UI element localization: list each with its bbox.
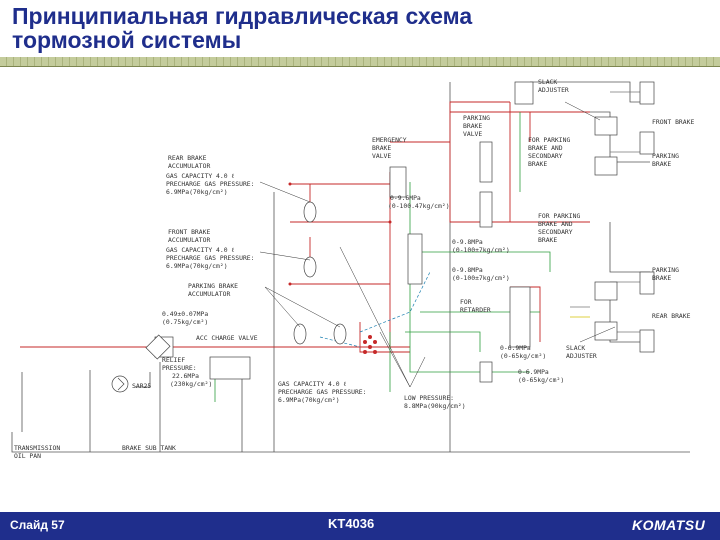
label-for-parking-2c: SECONDARY — [538, 228, 573, 236]
label-rear-acc-5: 6.9MPa(70kg/cm²) — [166, 188, 228, 196]
brake-hydraulic-diagram: SLACK ADJUSTER FRONT BRAKE PARKING BRAKE… — [11, 78, 694, 460]
diagram-labels: SLACK ADJUSTER FRONT BRAKE PARKING BRAKE… — [14, 78, 694, 460]
label-p-lo4-2: (0-65kg/cm²) — [500, 352, 546, 360]
label-front-acc-1: FRONT BRAKE — [168, 228, 210, 236]
label-for-parking-2d: BRAKE — [538, 236, 557, 244]
label-park-acc-1: PARKING BRAKE — [188, 282, 238, 290]
label-p-lo1-2: (0-100.47kg/cm²) — [388, 202, 450, 210]
title-rule-line — [0, 66, 720, 67]
label-p-lo4-1: 0-6.9MPa — [500, 344, 531, 352]
label-low-pressure-1: LOW PRESSURE: — [404, 394, 454, 402]
label-transmission-1: TRANSMISSION — [14, 444, 60, 452]
label-parking-brake-r2-1: PARKING — [652, 266, 679, 274]
slide-title-line-1: Принципиальная гидравлическая схема — [12, 3, 473, 29]
label-front-acc-3: GAS CAPACITY 4.0 ℓ — [166, 246, 234, 254]
label-front-brake: FRONT BRAKE — [652, 118, 694, 126]
label-emergency-1: EMERGENCY — [372, 136, 407, 144]
label-relief-1: RELIEF — [162, 356, 185, 364]
accumulators — [293, 201, 347, 345]
label-adjuster-top: ADJUSTER — [538, 86, 569, 94]
slide-title: Принципиальная гидравлическая схема торм… — [12, 4, 712, 52]
label-parking-valve-1: PARKING — [463, 114, 490, 122]
label-for-retarder-2: RETARDER — [460, 306, 491, 314]
pump-filter — [111, 334, 171, 393]
label-parking-valve-2: BRAKE — [463, 122, 482, 130]
label-rear-brake: REAR BRAKE — [652, 312, 691, 320]
label-front-acc-4: PRECHARGE GAS PRESSURE: — [166, 254, 255, 262]
label-for-parking-1d: BRAKE — [528, 160, 547, 168]
supply-lines — [20, 101, 590, 353]
label-acc-charge-valve: ACC CHARGE VALVE — [196, 334, 258, 342]
label-p-lo3-2: (0-100±7kg/cm²) — [452, 274, 510, 282]
label-parking-brake-r1: PARKING — [652, 152, 679, 160]
label-for-parking-1b: BRAKE AND — [528, 144, 563, 152]
label-park-acc-2: ACCUMULATOR — [188, 290, 230, 298]
label-for-parking-1a: FOR PARKING — [528, 136, 570, 144]
course-code: KT4036 — [328, 516, 375, 531]
label-gas-cap-2: PRECHARGE GAS PRESSURE: — [278, 388, 367, 396]
label-for-retarder-1: FOR — [460, 298, 472, 306]
leader-lines — [259, 101, 616, 388]
label-p-lo3-1: 0-9.8MPa — [452, 266, 483, 274]
slide-number: Слайд 57 — [10, 518, 65, 532]
label-p-lo2-2: (0-100±7kg/cm²) — [452, 246, 510, 254]
label-rear-acc-2: ACCUMULATOR — [168, 162, 210, 170]
label-relief-small-2: (0.75kg/cm²) — [162, 318, 208, 326]
label-p-lo2-1: 0-9.8MPa — [452, 238, 483, 246]
label-slack-top: SLACK — [538, 78, 557, 86]
label-p-lo1-1: 0-9.6MPa — [390, 194, 421, 202]
label-brake-sub-tank: BRAKE SUB TANK — [122, 444, 176, 452]
komatsu-logo: KOMATSU — [632, 517, 706, 533]
label-p-lo5-2: (0-65kg/cm²) — [518, 376, 564, 384]
label-emergency-2: BRAKE — [372, 144, 391, 152]
label-relief-small-1: 0.49±0.07MPa — [162, 310, 208, 318]
label-for-parking-2b: BRAKE AND — [538, 220, 573, 228]
label-parking-brake-r2: BRAKE — [652, 160, 671, 168]
label-relief-2: PRESSURE: — [162, 364, 197, 372]
label-relief-3: 22.6MPa — [172, 372, 199, 380]
label-front-acc-2: ACCUMULATOR — [168, 236, 210, 244]
label-front-acc-5: 6.9MPa(70kg/cm²) — [166, 262, 228, 270]
label-for-parking-1c: SECONDARY — [528, 152, 563, 160]
label-p-lo5-1: 0-6.9MPa — [518, 368, 549, 376]
slide-title-line-2: тормозной системы — [12, 27, 242, 53]
junction-dots — [288, 182, 392, 354]
label-parking-valve-3: VALVE — [463, 130, 482, 138]
return-lines — [11, 81, 690, 453]
label-relief-4: (230kg/cm²) — [170, 380, 212, 388]
label-low-pressure-2: 8.8MPa(90kg/cm²) — [404, 402, 466, 410]
label-slack-bot-1: SLACK — [566, 344, 585, 352]
label-emergency-3: VALVE — [372, 152, 391, 160]
label-rear-acc-4: PRECHARGE GAS PRESSURE: — [166, 180, 255, 188]
label-gas-cap-1: GAS CAPACITY 4.0 ℓ — [278, 380, 346, 388]
label-slack-bot-2: ADJUSTER — [566, 352, 597, 360]
label-rear-acc-3: GAS CAPACITY 4.0 ℓ — [166, 172, 234, 180]
label-rear-acc-1: REAR BRAKE — [168, 154, 207, 162]
label-gas-cap-3: 6.9MPa(70kg/cm²) — [278, 396, 340, 404]
label-for-parking-2a: FOR PARKING — [538, 212, 580, 220]
label-sar: SAR25 — [132, 382, 151, 390]
label-transmission-2: OIL PAN — [14, 452, 41, 460]
slide-footer: Слайд 57 KT4036 KOMATSU — [0, 512, 720, 540]
title-rule — [0, 57, 720, 66]
label-parking-brake-r2-2: BRAKE — [652, 274, 671, 282]
